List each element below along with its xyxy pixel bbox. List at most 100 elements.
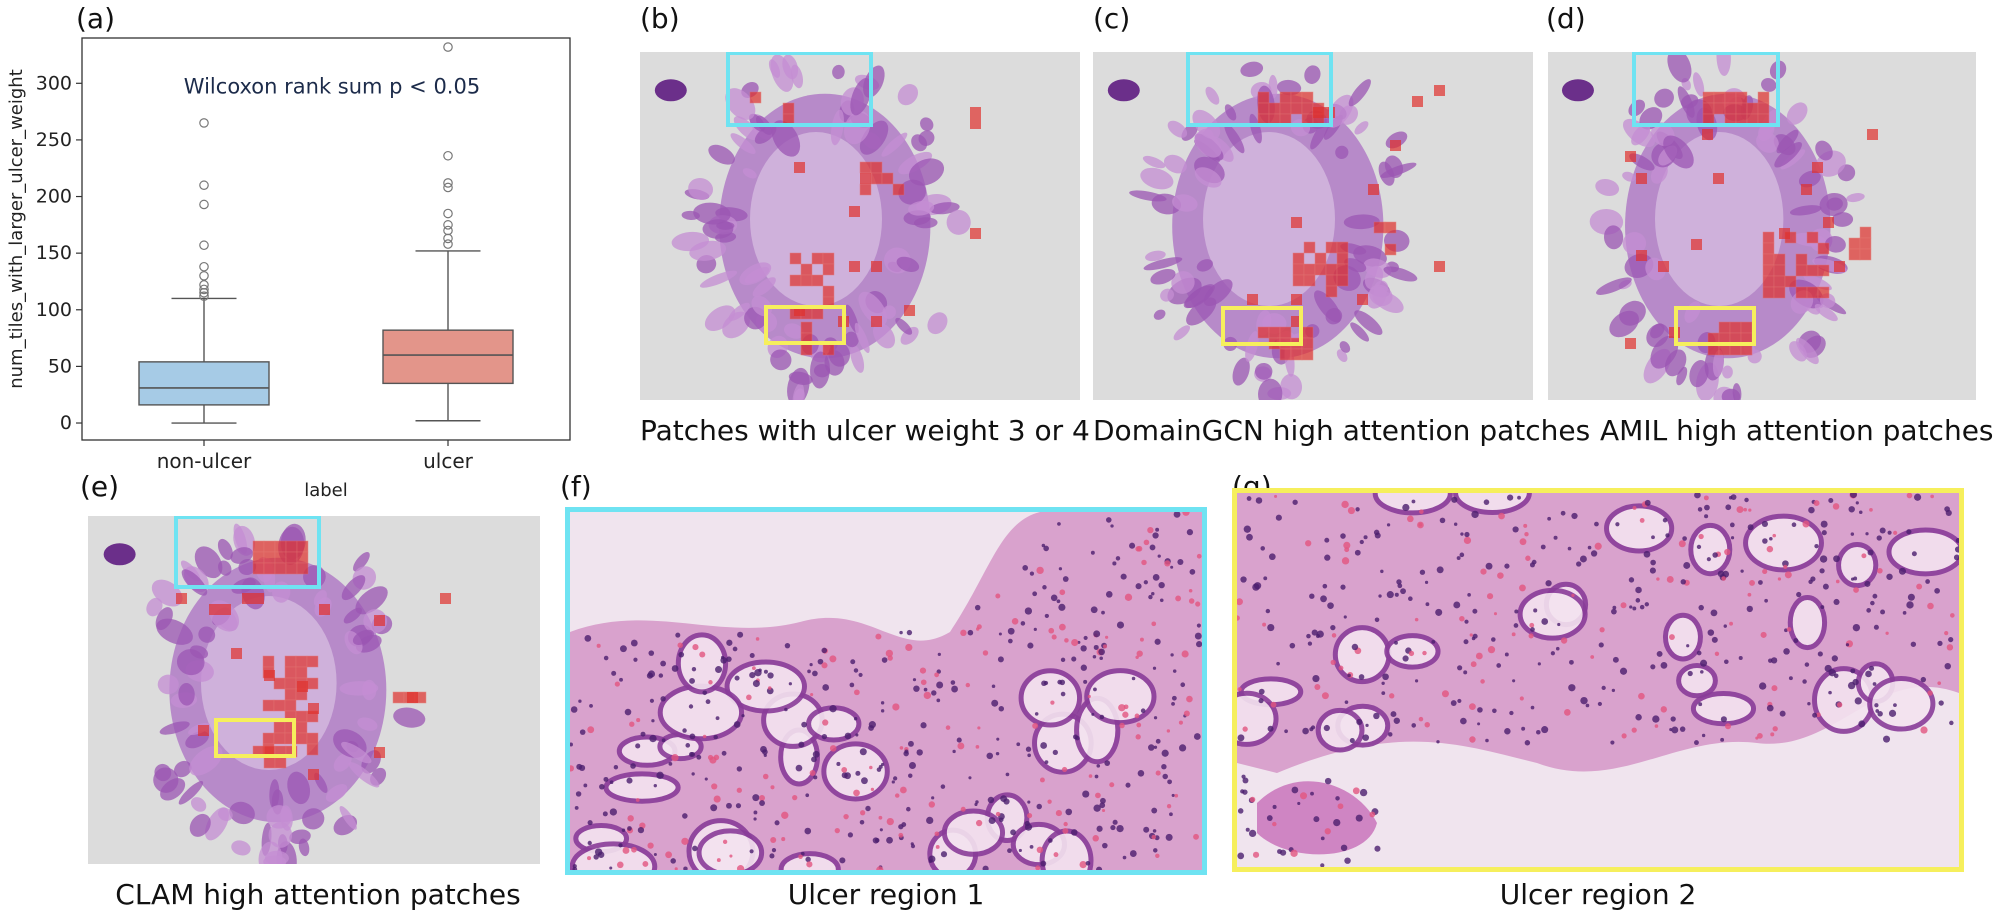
nucleus — [653, 783, 657, 788]
tissue-villus — [1383, 266, 1418, 282]
nucleus — [1093, 804, 1101, 812]
attention-patch — [263, 551, 276, 564]
nucleus — [721, 750, 727, 756]
nucleus — [784, 707, 788, 712]
attention-patch — [871, 316, 882, 327]
attention-patch — [374, 615, 385, 626]
nucleus — [710, 804, 718, 812]
nucleus — [1571, 512, 1578, 520]
nucleus — [874, 838, 880, 843]
nucleus — [1777, 577, 1782, 581]
nucleus — [1852, 678, 1859, 686]
nucleus — [1122, 711, 1129, 718]
nucleus — [937, 652, 941, 656]
gland — [1517, 587, 1588, 641]
nucleus — [1007, 627, 1015, 635]
nucleus — [1148, 594, 1153, 600]
nucleus — [1340, 533, 1346, 539]
nucleus — [920, 722, 927, 729]
nucleus — [1523, 523, 1528, 528]
nucleus — [821, 662, 828, 669]
attention-patch — [273, 677, 286, 690]
nucleus — [1135, 546, 1141, 552]
tissue-villus — [1354, 310, 1383, 336]
nucleus — [1456, 556, 1461, 561]
nucleus — [609, 780, 614, 785]
attention-patch — [263, 540, 276, 553]
nucleus — [1770, 732, 1775, 737]
nucleus — [1268, 553, 1276, 561]
nucleus — [1706, 557, 1711, 562]
tissue-villus — [739, 262, 772, 286]
nucleus — [1418, 716, 1424, 722]
nucleus — [1115, 556, 1121, 561]
attention-patch — [1718, 321, 1731, 334]
nucleus — [1703, 495, 1709, 501]
nucleus — [1650, 559, 1656, 566]
nucleus — [1679, 726, 1686, 732]
tissue-villus — [792, 383, 805, 400]
nucleus — [1024, 607, 1033, 615]
nucleus — [1386, 591, 1394, 599]
tissue-villus — [1596, 277, 1632, 295]
nucleus — [1579, 555, 1587, 563]
caption-b: Patches with ulcer weight 3 or 4 — [640, 414, 1090, 447]
nucleus — [1092, 835, 1099, 842]
nucleus — [755, 637, 760, 641]
nucleus — [1530, 627, 1535, 632]
nucleus — [1340, 584, 1346, 590]
nucleus — [1704, 504, 1710, 511]
nucleus — [753, 810, 758, 815]
nucleus — [908, 761, 916, 769]
nucleus — [885, 649, 893, 657]
nucleus — [1302, 727, 1309, 735]
nucleus — [726, 656, 732, 662]
attention-patch — [1762, 286, 1775, 299]
nucleus — [1041, 543, 1046, 548]
attention-patch — [849, 206, 860, 217]
attention-patch — [859, 161, 872, 174]
nucleus — [1139, 637, 1144, 642]
attention-patch — [1336, 263, 1349, 276]
nucleus — [1180, 682, 1186, 688]
attention-patch — [1336, 241, 1349, 254]
nucleus — [1786, 627, 1792, 632]
nucleus — [627, 826, 632, 831]
tissue-villus — [1789, 341, 1808, 362]
nucleus — [1598, 642, 1604, 648]
nucleus — [1793, 638, 1799, 643]
nucleus — [945, 725, 951, 730]
box-non-ulcer — [138, 361, 270, 406]
gland — [1662, 612, 1703, 662]
nucleus — [1159, 598, 1164, 603]
nucleus — [1587, 545, 1592, 550]
nucleus — [1029, 571, 1035, 576]
nucleus — [1243, 525, 1251, 533]
nucleus — [1748, 508, 1752, 512]
tissue-villus — [1160, 288, 1175, 302]
nucleus — [844, 732, 852, 740]
nucleus — [1262, 622, 1267, 627]
nucleus — [1397, 583, 1403, 589]
tissue-villus — [771, 120, 801, 157]
attention-patch — [1292, 274, 1305, 287]
nucleus — [1927, 602, 1934, 610]
nucleus — [1122, 855, 1127, 860]
nucleus — [1341, 500, 1349, 509]
nucleus — [834, 827, 840, 834]
nucleus — [1194, 632, 1202, 640]
attention-patch — [870, 161, 883, 174]
nucleus — [1310, 791, 1314, 796]
nucleus — [1324, 554, 1331, 561]
nucleus — [759, 800, 765, 807]
attention-patch — [1303, 274, 1316, 287]
caption-d: AMIL high attention patches — [1600, 414, 1994, 447]
nucleus — [1331, 633, 1337, 638]
nucleus — [1349, 738, 1355, 744]
attention-patch — [1702, 129, 1713, 140]
gland — [696, 828, 765, 870]
nucleus — [1836, 702, 1843, 708]
nucleus — [805, 793, 810, 798]
nucleus — [1373, 712, 1380, 720]
nucleus — [716, 858, 721, 863]
